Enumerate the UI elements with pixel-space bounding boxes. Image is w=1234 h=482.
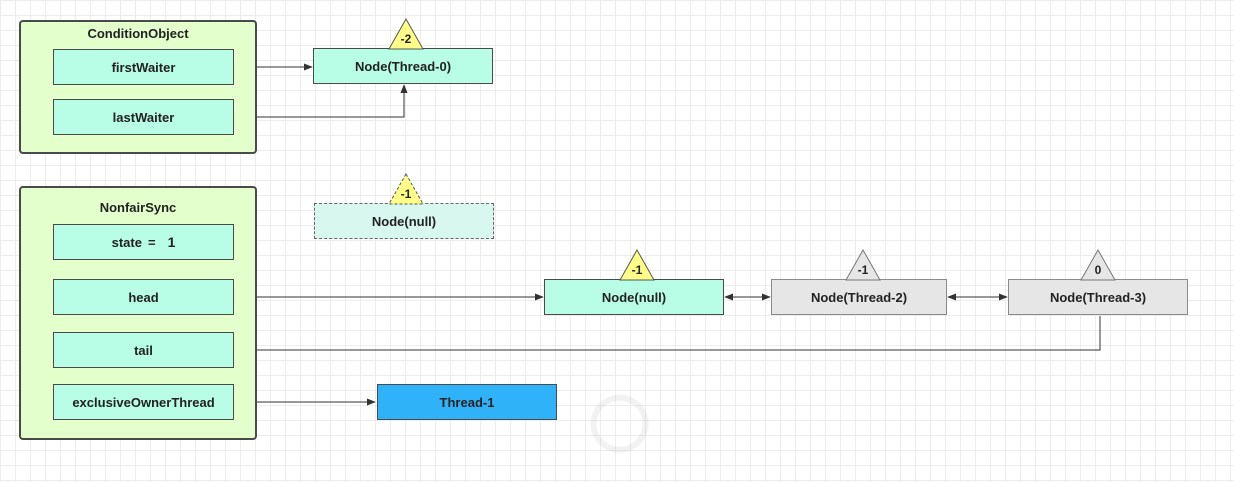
node-thread-0-status: -2	[388, 18, 424, 50]
node-thread-3-status-value: 0	[1094, 263, 1102, 277]
last-waiter-arrow	[234, 84, 408, 118]
state-field: state = 1	[53, 224, 234, 260]
node-thread-2: Node(Thread-2)	[771, 279, 947, 315]
node-thread-3-status: 0	[1080, 249, 1116, 281]
node-thread-0-status-value: -2	[400, 32, 412, 46]
owner-thread-1: Thread-1	[377, 384, 557, 420]
node-null-head-status-value: -1	[631, 263, 643, 277]
state-label: state	[111, 234, 142, 250]
node-null-dashed-status-value: -1	[400, 187, 412, 201]
nonfair-sync-title: NonfairSync	[99, 200, 177, 215]
last-waiter-field: lastWaiter	[53, 99, 234, 135]
watermark-circle-icon	[590, 394, 649, 453]
node-null-dashed-status: -1	[388, 173, 424, 205]
connector-layer	[234, 63, 1101, 406]
status-triangle-icon	[388, 18, 424, 50]
node-thread-0: Node(Thread-0)	[313, 48, 493, 84]
watermark-logo-icon	[543, 218, 836, 482]
tail-field: tail	[53, 332, 234, 368]
node-thread-2-status-value: -1	[857, 263, 869, 277]
node-null-dashed: Node(null)	[314, 203, 494, 239]
node-null-head-status: -1	[619, 249, 655, 281]
status-triangle-icon	[845, 249, 881, 281]
diagram-canvas: ConditionObject firstWaiter lastWaiter N…	[19, 18, 1188, 453]
exclusive-owner-thread-field: exclusiveOwnerThread	[53, 384, 234, 420]
node-thread-3: Node(Thread-3)	[1008, 279, 1188, 315]
node-thread-2-status: -1	[845, 249, 881, 281]
state-equals: =	[147, 234, 156, 250]
first-waiter-field: firstWaiter	[53, 49, 234, 85]
status-triangle-icon	[619, 249, 655, 281]
tail-arrow	[235, 316, 1101, 354]
condition-object-title: ConditionObject	[87, 26, 189, 41]
status-triangle-icon	[388, 173, 424, 205]
status-triangle-icon	[1080, 249, 1116, 281]
state-value: 1	[167, 234, 176, 250]
head-field: head	[53, 279, 234, 315]
